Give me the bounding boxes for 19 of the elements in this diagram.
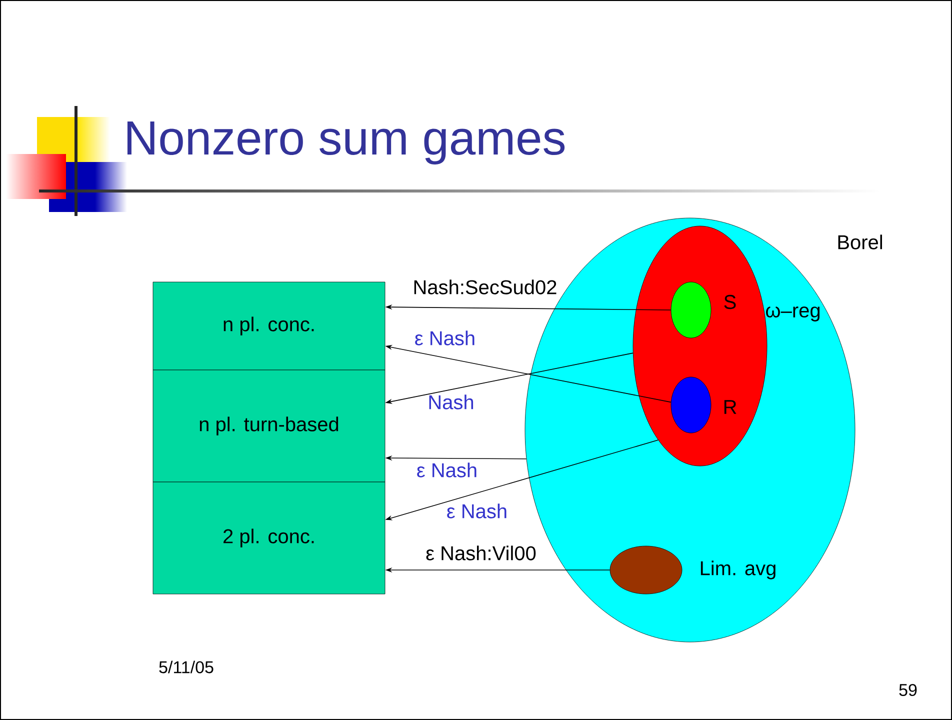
- slide-title: Nonzero sum games: [127, 122, 565, 164]
- edge-label: ε Nash: [415, 330, 474, 346]
- node-label: ω–reg: [766, 306, 820, 322]
- node-label: S: [724, 294, 736, 310]
- category-box: 2 pl. conc.: [152, 482, 386, 594]
- edge-label: Nash: [429, 394, 474, 410]
- category-box: n pl. turn-based: [152, 370, 386, 482]
- node-label: R: [724, 400, 736, 414]
- footer-text: 59: [899, 684, 917, 696]
- edge-label: ε Nash: [447, 504, 506, 518]
- ellipse-region: Lim. avg: [610, 546, 776, 594]
- ellipse-region: R: [670, 376, 736, 434]
- node-label: Lim. avg: [700, 560, 776, 580]
- edge-label: ε Nash: [417, 462, 476, 478]
- edge-label: Nash:SecSud02: [414, 280, 556, 294]
- edge-label: ε Nash:Vil00: [426, 546, 536, 560]
- category-box: n pl. conc.: [152, 282, 386, 370]
- footer-text: 5/11/05: [159, 660, 214, 674]
- ellipse-region: S: [670, 282, 736, 338]
